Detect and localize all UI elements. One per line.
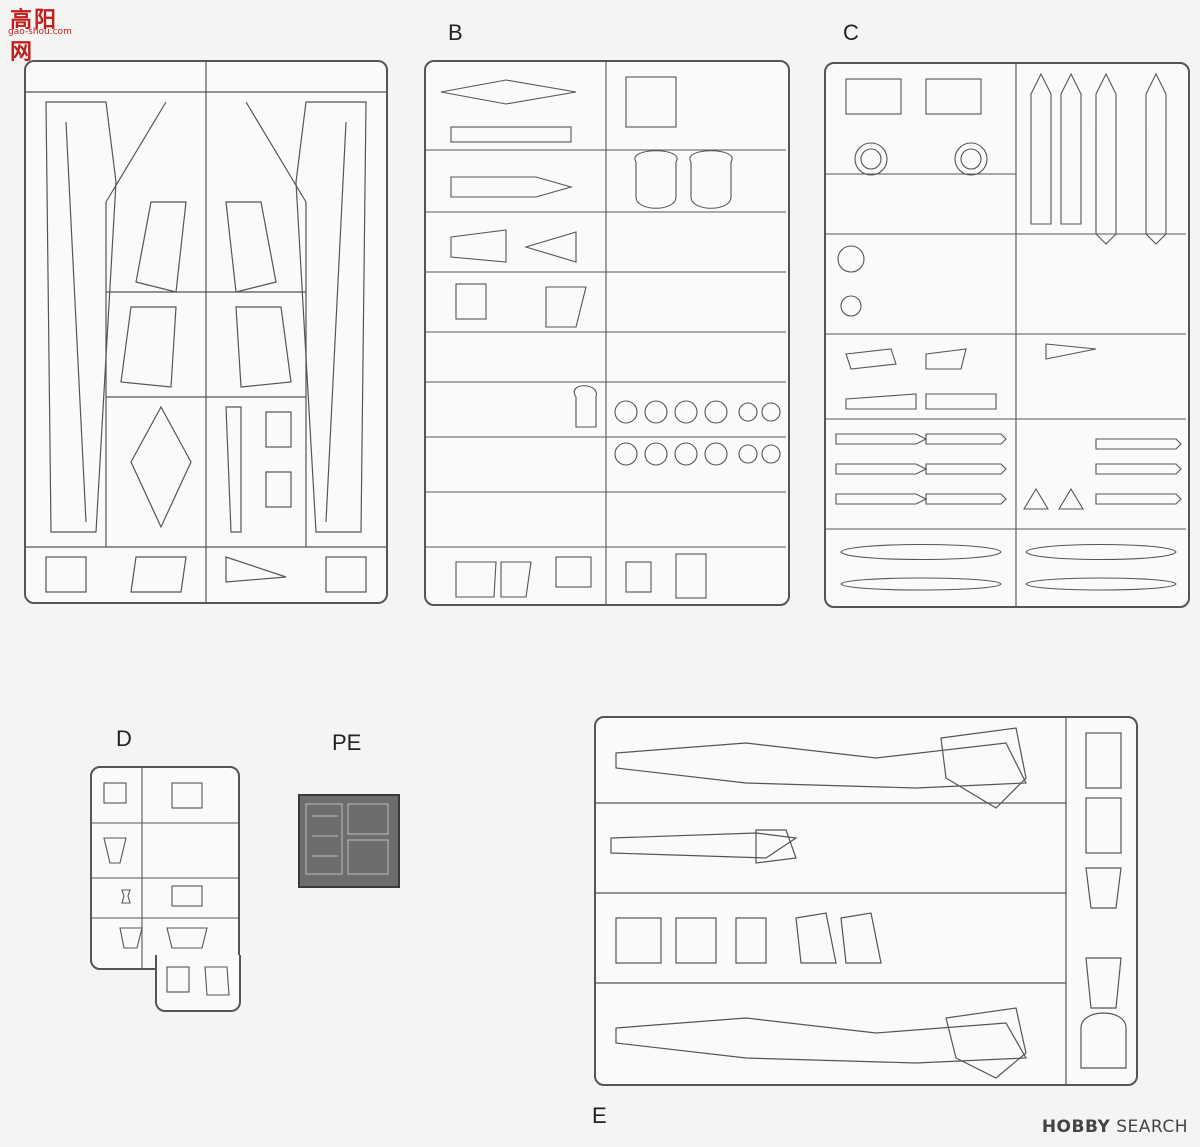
sprue-label-b: B — [448, 20, 463, 45]
sprue-d-extension-drawing — [166, 966, 230, 996]
sprue-e-parts-drawing — [596, 718, 1127, 1084]
sprue-e-frame — [594, 716, 1138, 1086]
sprue-b-parts-drawing — [426, 62, 786, 604]
site-logo: 高阳网 gao-shou.com — [0, 0, 80, 65]
photo-etch-sheet — [298, 794, 400, 888]
sprue-d-frame — [90, 766, 240, 970]
sprue-c-parts-drawing — [826, 64, 1186, 606]
logo-subtext: gao-shou.com — [8, 27, 72, 37]
sprue-a-parts-drawing — [26, 62, 386, 602]
sprue-d-extension — [155, 955, 241, 1012]
sprue-a-frame — [24, 60, 388, 604]
sprue-label-c: C — [843, 20, 859, 45]
sprue-b-frame — [424, 60, 790, 606]
sprue-label-pe: PE — [332, 730, 362, 755]
sprue-c-frame — [824, 62, 1190, 608]
logo-text: 高阳网 — [10, 8, 59, 65]
hobby-search-watermark: HOBBY SEARCH — [1042, 1117, 1188, 1137]
sprue-label-e: E — [592, 1103, 607, 1128]
watermark-rest: SEARCH — [1110, 1117, 1188, 1137]
watermark-brand: HOBBY — [1041, 1117, 1111, 1137]
sprue-d-parts-drawing — [92, 768, 238, 968]
photo-etch-parts-drawing — [305, 803, 389, 875]
sprue-label-d: D — [116, 726, 132, 751]
